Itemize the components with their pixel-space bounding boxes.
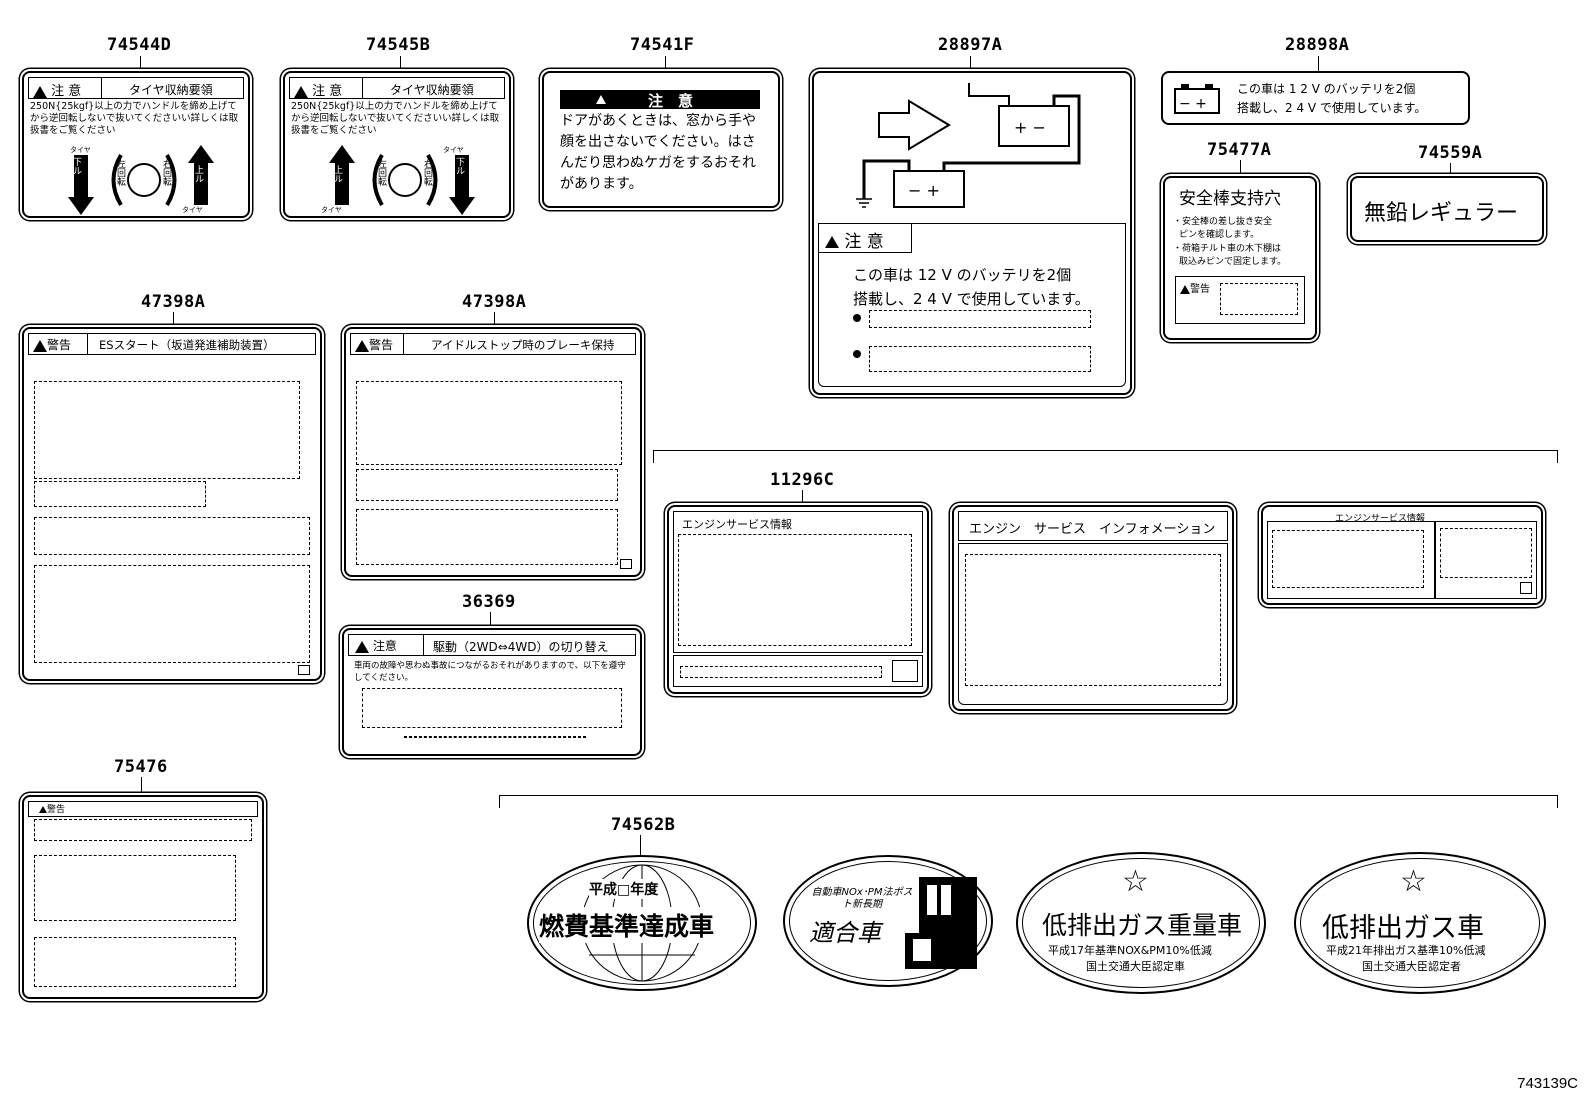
svg-text:+ −: + − xyxy=(1014,118,1046,137)
label-engine-service-info-c: エンジンサービス情報 xyxy=(1261,505,1543,605)
emblem-fuel-efficiency: 平成□年度 燃費基準達成車 xyxy=(527,855,757,991)
label-header: 注 意 xyxy=(560,90,760,110)
label-74545B: 注 意 タイヤ収納要領 250N{25kgf}以上の力でハンドルを締め上げてから… xyxy=(283,71,511,218)
leader-line xyxy=(1450,163,1451,175)
leader-line xyxy=(140,56,141,71)
leader-line xyxy=(1318,56,1319,71)
label-75476: 警告 xyxy=(22,795,264,999)
leader-line xyxy=(665,56,666,71)
warning-icon xyxy=(825,236,839,248)
label-47398A-es-start: 警告 ESスタート（坂道発進補助装置） xyxy=(22,327,322,681)
label-74559A: 無鉛レギュラー xyxy=(1350,176,1544,242)
part-number-47398A-left: 47398A xyxy=(141,292,206,312)
part-number-74541F: 74541F xyxy=(630,35,695,55)
label-panel: エンジンサービス情報 xyxy=(673,511,923,653)
star-icon: ☆ xyxy=(1400,864,1427,899)
part-number-11296C: 11296C xyxy=(770,470,835,490)
label-header: 注 意 タイヤ収納要領 xyxy=(28,77,244,99)
label-header: 警告 アイドルストップ時のブレーキ保持 xyxy=(350,333,636,355)
part-number-74559A: 74559A xyxy=(1418,143,1483,163)
svg-text:− +: − + xyxy=(1179,96,1207,112)
part-number-28898A: 28898A xyxy=(1285,35,1350,55)
warning-icon xyxy=(596,94,606,104)
label-header: 警告 xyxy=(28,801,258,817)
svg-text:− +: − + xyxy=(908,181,940,200)
tire-handle-diagram xyxy=(68,145,214,215)
divider xyxy=(87,334,88,354)
battery-connection-diagram: + − − + xyxy=(856,83,1081,208)
emblem-nox-pm-compliant: 自動車NOx･PM法ポスト新長期 適合車 xyxy=(783,855,993,987)
battery-icon: − + xyxy=(1174,84,1220,114)
label-engine-service-info-b: エンジン サービス インフォメーション xyxy=(952,505,1234,711)
figure-id: 743139C xyxy=(1517,1075,1578,1092)
label-11296C: エンジンサービス情報 xyxy=(667,505,929,694)
label-header: エンジン サービス インフォメーション xyxy=(958,511,1228,541)
part-number-36369: 36369 xyxy=(462,592,516,612)
warning-box: 警告 xyxy=(1175,276,1305,324)
part-number-75476: 75476 xyxy=(114,757,168,777)
warning-icon xyxy=(33,85,47,98)
part-number-74544D: 74544D xyxy=(107,35,172,55)
warning-icon xyxy=(355,339,369,352)
group-bracket-engine-service xyxy=(653,450,1558,463)
leader-line xyxy=(141,777,142,793)
star-icon: ☆ xyxy=(1122,864,1149,899)
leader-line xyxy=(173,312,174,326)
warning-icon xyxy=(294,85,308,98)
leader-line xyxy=(490,612,491,628)
group-bracket-emblems xyxy=(499,795,1558,808)
warning-icon xyxy=(355,640,369,653)
label-28897A: + − − + 注 意 この車は 12 V のバッテリを2個 搭載し、2 4 V… xyxy=(812,71,1132,395)
leader-line xyxy=(494,312,495,326)
emblem-low-emission-vehicle: ☆ 低排出ガス車 平成21年排出ガス基準10%低減 国土交通大臣認定者 xyxy=(1294,852,1546,994)
divider xyxy=(101,78,102,98)
label-36369: 注意 駆動（2WD⇔4WD）の切り替え 車両の故障や思わぬ事故につながるおそれが… xyxy=(342,628,642,756)
emblem-low-emission-heavy-vehicle: ☆ 低排出ガス重量車 平成17年基準NOX&PM10%低減 国土交通大臣認定車 xyxy=(1016,852,1266,994)
label-28898A: − + この車は 1 2 V のバッテリを2個 搭載し、2 4 V で使用してい… xyxy=(1161,71,1470,125)
warning-icon xyxy=(39,806,47,813)
label-panel: 注 意 この車は 12 V のバッテリを2個 搭載し、2 4 V で使用していま… xyxy=(818,223,1126,387)
part-number-47398A-right: 47398A xyxy=(462,292,527,312)
part-number-74562B: 74562B xyxy=(611,815,676,835)
label-75477A: 安全棒支持穴 ・安全棒の差し抜き安全 ピンを確認します。 ・荷箱チルト車の木下棚… xyxy=(1163,176,1317,340)
label-header: 注意 駆動（2WD⇔4WD）の切り替え xyxy=(348,634,636,656)
label-header: 注 意 タイヤ収納要領 xyxy=(289,77,505,99)
label-header: 注 意 xyxy=(819,224,912,253)
leader-line xyxy=(400,56,401,71)
bullet xyxy=(853,314,861,322)
truck-icon xyxy=(905,877,977,969)
divider xyxy=(362,78,363,98)
bullet xyxy=(853,350,861,358)
label-header: 警告 ESスタート（坂道発進補助装置） xyxy=(28,333,316,355)
leader-line xyxy=(640,835,641,857)
label-74541F: 注 意 ドアがあくときは、窓から手や顔を出さないでください。はさんだり思わぬケガ… xyxy=(542,71,780,208)
leader-line xyxy=(1240,160,1241,175)
tire-handle-diagram xyxy=(329,145,475,215)
divider xyxy=(403,334,404,354)
divider xyxy=(423,635,424,655)
leader-line xyxy=(970,56,971,84)
part-number-75477A: 75477A xyxy=(1207,140,1272,160)
label-74544D: 注 意 タイヤ収納要領 250N{25kgf}以上の力でハンドルを締め上げてから… xyxy=(22,71,250,218)
label-47398A-idle-stop: 警告 アイドルストップ時のブレーキ保持 xyxy=(344,327,642,577)
leader-line xyxy=(802,490,803,504)
part-number-74545B: 74545B xyxy=(366,35,431,55)
warning-icon xyxy=(1180,284,1190,294)
part-number-28897A: 28897A xyxy=(938,35,1003,55)
warning-icon xyxy=(33,339,47,352)
